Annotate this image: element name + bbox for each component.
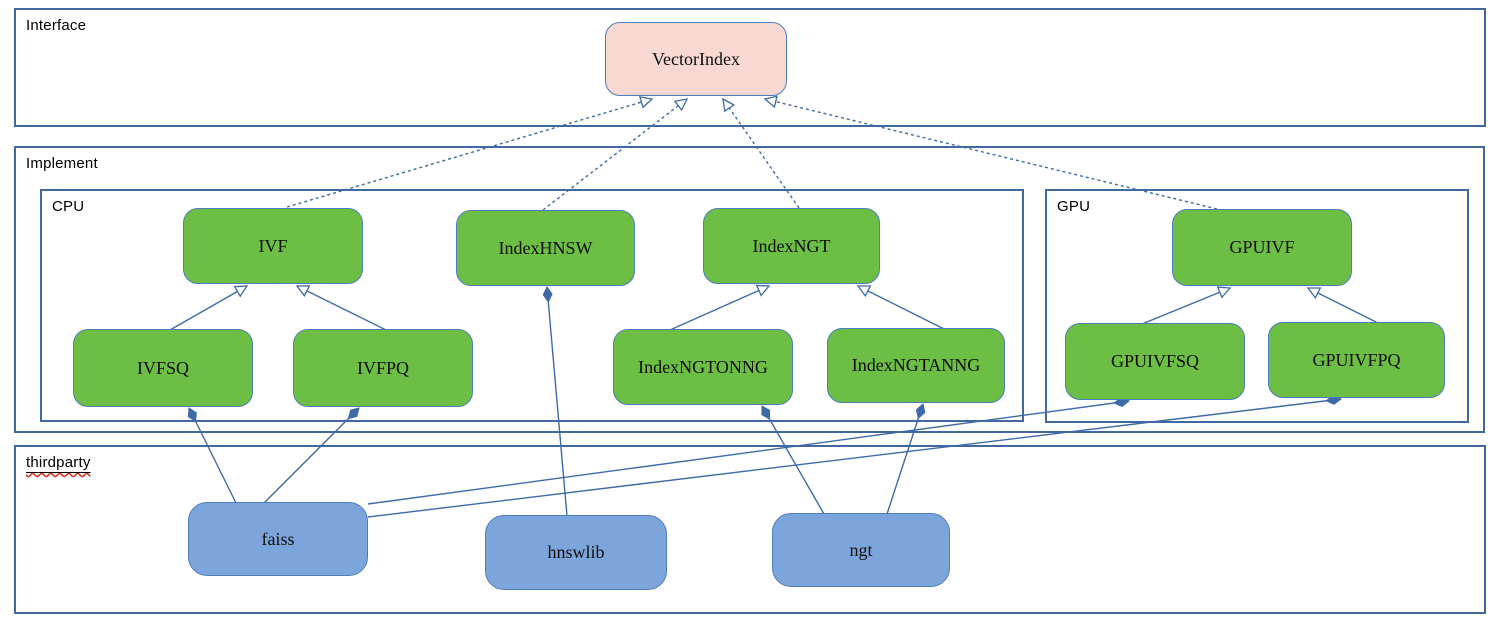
- implement-container-label: Implement: [26, 155, 98, 172]
- edge-ivfpq-to-faiss[interactable]: [263, 407, 360, 504]
- node-ivfpq[interactable]: IVFPQ: [293, 329, 473, 407]
- node-indexhnsw[interactable]: IndexHNSW: [456, 210, 635, 286]
- node-gpuivfpq[interactable]: GPUIVFPQ: [1268, 322, 1445, 398]
- edge-indexngtonng-to-ngt[interactable]: [761, 405, 825, 515]
- thirdparty-container[interactable]: thirdparty: [14, 445, 1486, 614]
- edge-gpuivf-to-vectorindex[interactable]: [763, 95, 1218, 210]
- thirdparty-container-label: thirdparty: [26, 454, 91, 471]
- edge-indexngtonng-to-indexngt[interactable]: [669, 284, 771, 331]
- edge-gpuivfpq-to-gpuivf[interactable]: [1306, 287, 1379, 324]
- node-gpuivfsq[interactable]: GPUIVFSQ: [1065, 323, 1245, 400]
- edge-indexhnsw-to-vectorindex[interactable]: [542, 98, 689, 211]
- node-hnswlib[interactable]: hnswlib: [485, 515, 667, 590]
- node-vectorindex[interactable]: VectorIndex: [605, 22, 787, 96]
- edge-indexngtanng-to-ngt[interactable]: [886, 403, 926, 515]
- edge-indexhnsw-to-hnswlib[interactable]: [542, 286, 568, 517]
- node-indexngtonng[interactable]: IndexNGTONNG: [613, 329, 793, 405]
- edge-ivfpq-to-ivf[interactable]: [295, 285, 387, 331]
- implement-container[interactable]: Implement: [14, 146, 1485, 433]
- edge-indexngtanng-to-indexngt[interactable]: [856, 285, 945, 330]
- node-indexngt[interactable]: IndexNGT: [703, 208, 880, 284]
- edge-ivf-to-vectorindex[interactable]: [286, 96, 654, 208]
- node-faiss[interactable]: faiss: [188, 502, 368, 576]
- edge-ivfsq-to-ivf[interactable]: [169, 285, 249, 331]
- edge-gpuivfsq-to-gpuivf[interactable]: [1141, 286, 1232, 325]
- edge-gpuivfpq-to-faiss[interactable]: [367, 394, 1342, 518]
- edge-ivfsq-to-faiss[interactable]: [187, 407, 237, 504]
- cpu-container[interactable]: CPU: [40, 189, 1024, 422]
- node-ivfsq[interactable]: IVFSQ: [73, 329, 253, 407]
- interface-container[interactable]: Interface: [14, 8, 1486, 127]
- node-ngt[interactable]: ngt: [772, 513, 950, 587]
- edge-gpuivfsq-to-faiss[interactable]: [367, 397, 1130, 505]
- gpu-container-label: GPU: [1057, 198, 1091, 215]
- node-ivf[interactable]: IVF: [183, 208, 363, 284]
- gpu-container[interactable]: GPU: [1045, 189, 1469, 423]
- cpu-container-label: CPU: [52, 198, 85, 215]
- interface-container-label: Interface: [26, 17, 87, 34]
- node-indexngtanng[interactable]: IndexNGTANNG: [827, 328, 1005, 403]
- edge-indexngt-to-vectorindex[interactable]: [722, 97, 800, 209]
- node-gpuivf[interactable]: GPUIVF: [1172, 209, 1352, 286]
